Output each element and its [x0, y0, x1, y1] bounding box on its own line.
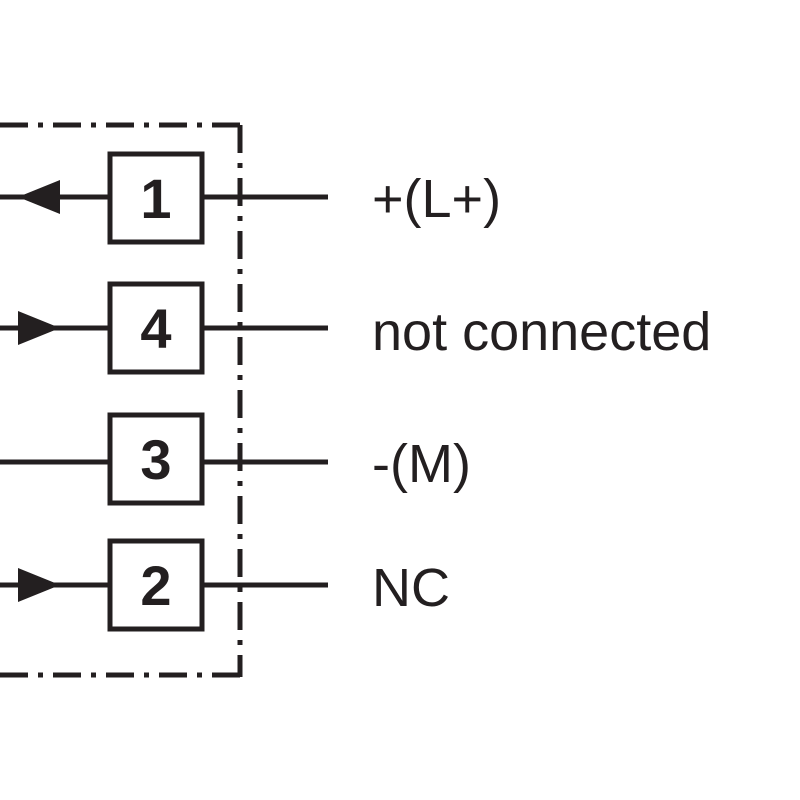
- pin-number: 4: [140, 297, 171, 360]
- signal-label: +(L+): [372, 169, 501, 229]
- housing-outline: [0, 122, 243, 678]
- pin-number: 3: [140, 428, 171, 491]
- pin-row-3: 3 -(M): [0, 412, 471, 506]
- arrow-in-icon: [18, 568, 60, 602]
- arrow-out-icon: [18, 180, 60, 214]
- pin-row-1: 1 +(L+): [0, 151, 501, 245]
- signal-label: NC: [372, 558, 450, 618]
- pin-row-4: 4 not connected: [0, 281, 711, 375]
- pin-number: 1: [140, 167, 171, 230]
- signal-label: not connected: [372, 302, 711, 362]
- signal-label: -(M): [372, 434, 471, 494]
- pin-number: 2: [140, 554, 171, 617]
- pin-row-2: 2 NC: [0, 538, 450, 632]
- arrow-in-icon: [18, 311, 60, 345]
- pin-box: [107, 151, 205, 245]
- pin-box: [107, 412, 205, 506]
